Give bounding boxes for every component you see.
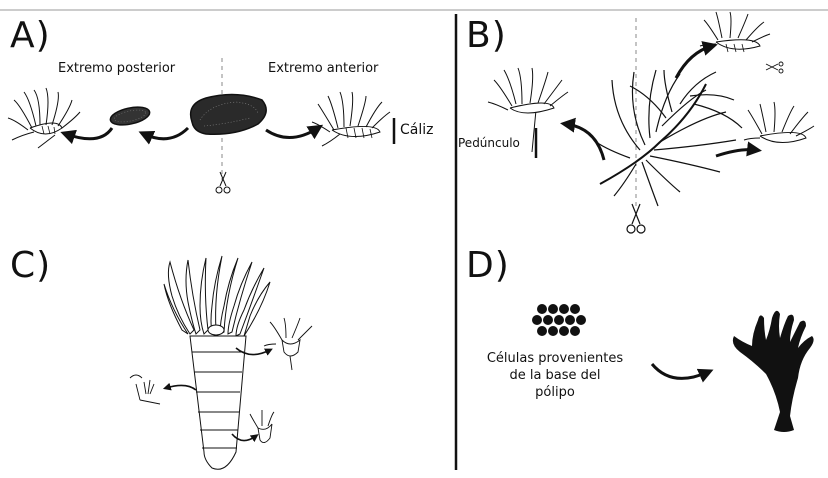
small-regenerant-2 [130, 375, 160, 404]
panel-c-letter: C) [10, 248, 51, 284]
cell-cluster-icon [532, 304, 586, 336]
arrow-a-3 [266, 128, 318, 138]
panel-a-letter: A) [10, 18, 51, 54]
polyp-colony [596, 70, 742, 206]
regenerated-polyp-right [744, 102, 814, 143]
original-fragment [191, 94, 267, 134]
peduncle-label: Pedúnculo [458, 137, 520, 149]
arrow-a-1 [66, 128, 112, 139]
arrow-b-3 [716, 150, 756, 156]
arrow-c-2 [166, 385, 196, 390]
cells-caption-line-3: pólipo [470, 384, 640, 401]
scissors-icon [216, 172, 230, 193]
panel-d-letter: D) [466, 248, 510, 284]
scissors-icon [627, 204, 645, 233]
panel-b-letter: B) [466, 18, 507, 54]
cells-caption-line-1: Células provenientes [470, 350, 640, 367]
anterior-end-label: Extremo anterior [268, 62, 378, 75]
scissors-icon [766, 62, 783, 73]
cells-caption-line-2: de la base del [470, 367, 640, 384]
regenerated-polyp-silhouette [733, 311, 814, 432]
regenerated-polyp-anterior [312, 92, 390, 146]
regenerated-polyp-posterior [8, 88, 80, 148]
arrow-d [652, 364, 708, 378]
posterior-fragment [109, 104, 151, 128]
cells-caption: Células provenientes de la base del póli… [470, 350, 640, 401]
arrow-a-2 [144, 128, 188, 139]
calyx-label: Cáliz [400, 123, 433, 137]
posterior-end-label: Extremo posterior [58, 62, 175, 75]
arrow-b-2 [676, 46, 712, 78]
arrow-b-1 [566, 124, 604, 160]
small-regenerant-1 [264, 318, 312, 370]
